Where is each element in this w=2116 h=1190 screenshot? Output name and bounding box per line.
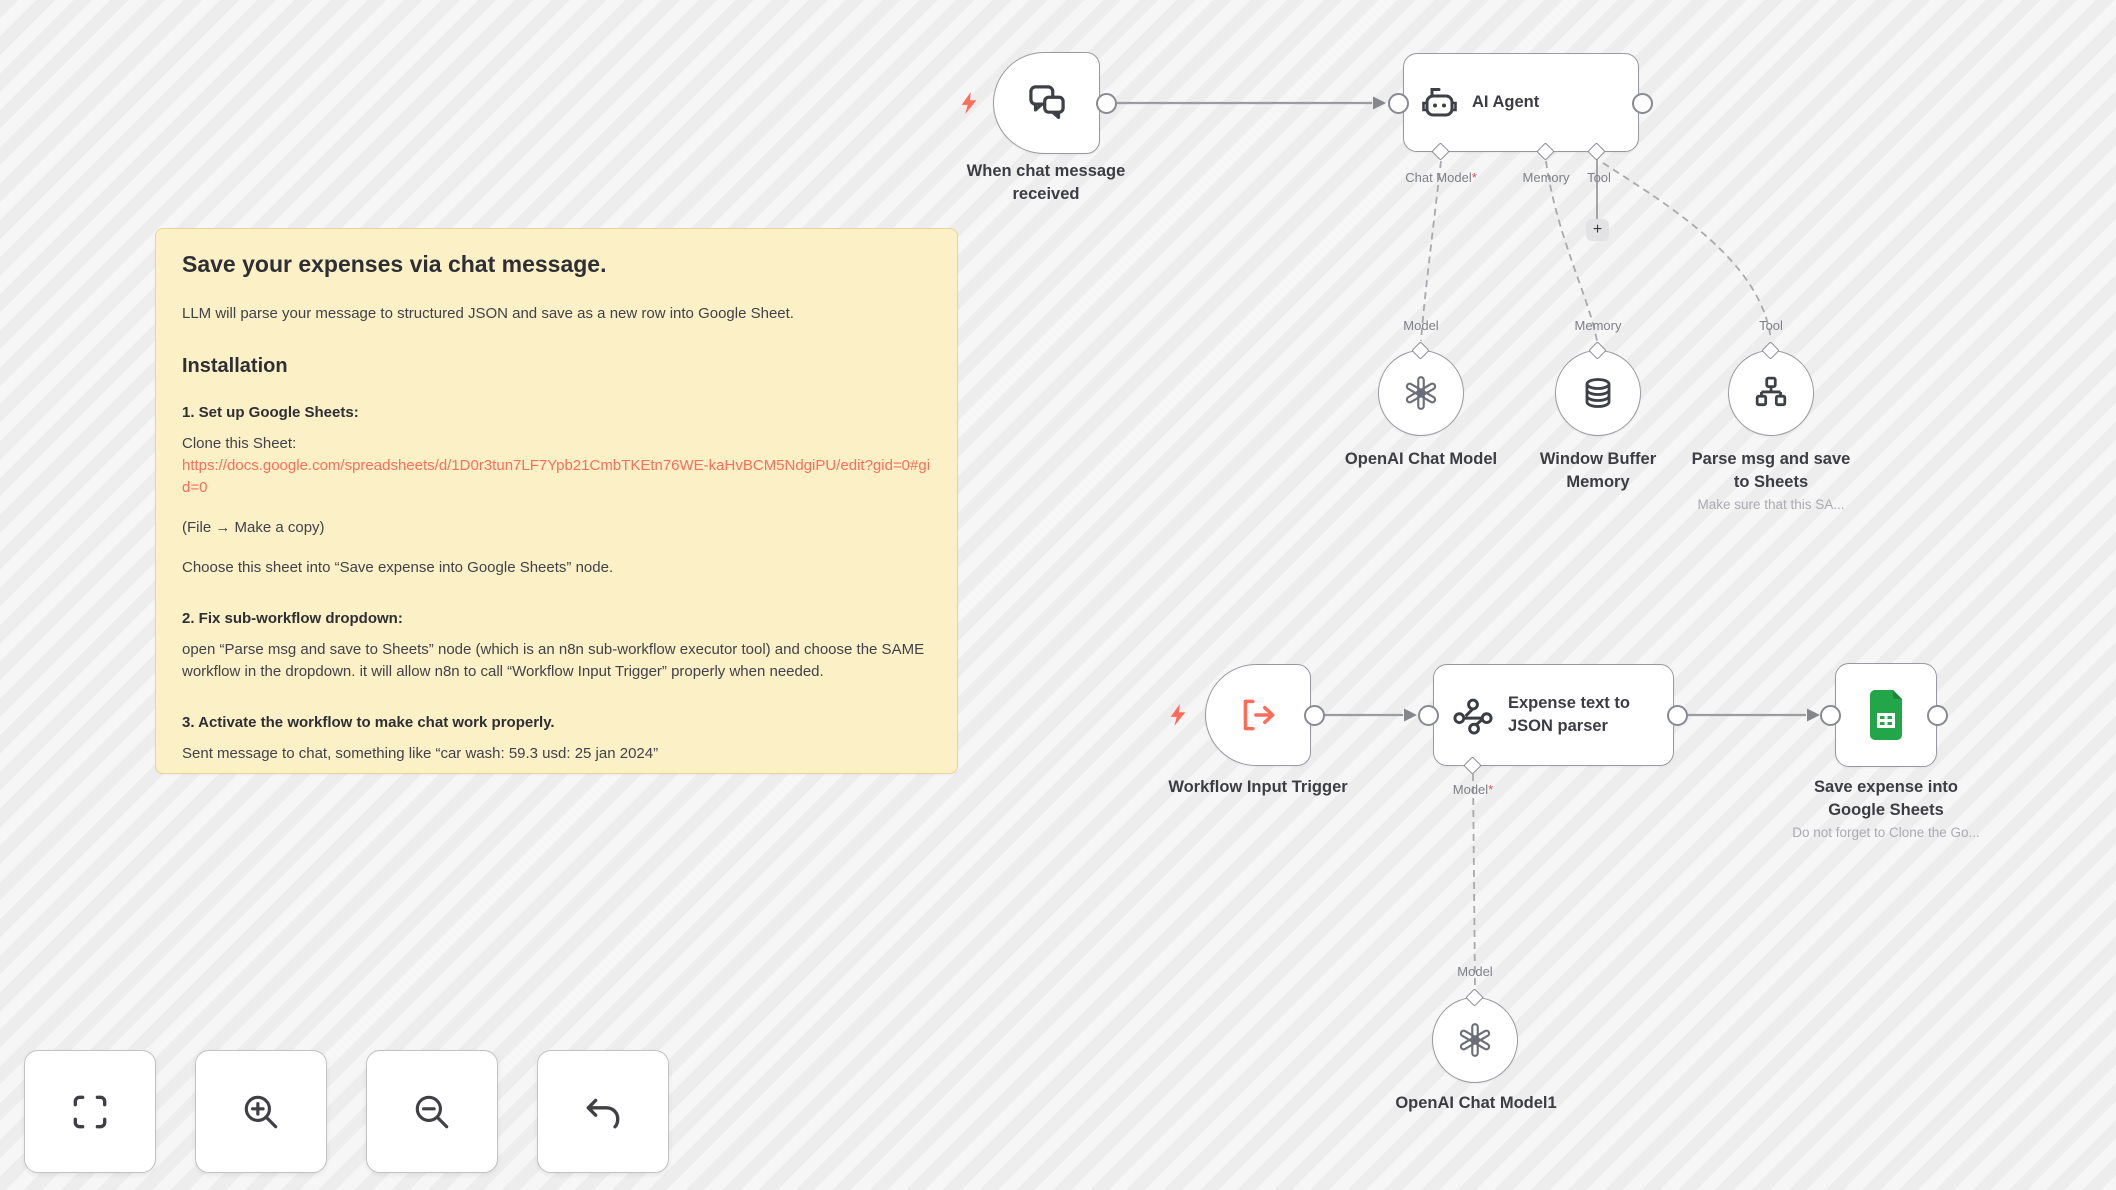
fit-view-button[interactable] [24, 1050, 156, 1173]
sheets-name-line2: Google Sheets [1828, 801, 1944, 819]
node-workflow-input-trigger[interactable] [1205, 664, 1311, 766]
fit-view-icon [73, 1095, 107, 1128]
zoom-out-button[interactable] [366, 1050, 498, 1173]
node-ai-agent[interactable]: AI Agent [1403, 53, 1639, 152]
agent-port-tool-label: Tool [1587, 170, 1611, 185]
undo-icon [586, 1098, 620, 1128]
parser-title-line2: JSON parser [1508, 717, 1608, 735]
output-port[interactable] [1667, 705, 1688, 726]
sticky-note[interactable]: Save your expenses via chat message. LLM… [155, 228, 958, 774]
subworkflow-icon [1755, 376, 1787, 407]
tool-port-label: Tool [1759, 318, 1783, 333]
zoom-in-button[interactable] [195, 1050, 327, 1173]
workflow-input-icon [1243, 699, 1275, 731]
robot-icon [1422, 87, 1457, 116]
zoom-out-icon [415, 1095, 449, 1128]
lightning-icon [1170, 704, 1186, 726]
node-openai-chat-model[interactable] [1378, 350, 1464, 436]
sheets-name-line1: Save expense into [1814, 778, 1958, 796]
model1-port-label: Model [1457, 964, 1493, 979]
openai-icon [1405, 376, 1437, 410]
node-parse-msg-and-save-to-sheets[interactable] [1728, 350, 1814, 436]
openai-model-name: OpenAI Chat Model [1344, 450, 1498, 468]
output-port[interactable] [1927, 705, 1948, 726]
sticky-file-copy: (File → Make a copy) [182, 519, 325, 536]
openai-icon [1459, 1023, 1491, 1057]
node-save-expense-into-google-sheets[interactable] [1835, 663, 1937, 767]
sheet-link[interactable]: https://docs.google.com/spreadsheets/d/1… [182, 457, 931, 496]
lightning-icon [961, 92, 977, 114]
sticky-step2-body: open “Parse msg and save to Sheets” node… [182, 641, 925, 680]
sticky-title: Save your expenses via chat message. [182, 251, 607, 277]
node-openai-chat-model1[interactable] [1432, 997, 1518, 1083]
agent-title: AI Agent [1472, 93, 1540, 111]
required-marker: * [1488, 782, 1494, 797]
google-sheets-icon [1870, 690, 1902, 740]
sticky-step3-body: Sent message to chat, something like “ca… [182, 745, 659, 762]
tool-name-line2: to Sheets [1733, 473, 1809, 491]
sticky-step1-heading: 1. Set up Google Sheets: [182, 404, 359, 421]
memory-name-line2: Memory [1566, 473, 1630, 491]
sticky-choose-sheet: Choose this sheet into “Save expense int… [182, 559, 614, 576]
agent-port-chat-model-label: Chat Model [1405, 170, 1472, 185]
tool-name-line1: Parse msg and save [1691, 450, 1851, 468]
node-when-chat-message-received[interactable] [993, 52, 1100, 154]
zoom-in-icon [244, 1095, 278, 1128]
chat-trigger-label-line1: When chat message [966, 162, 1126, 180]
sticky-step3-heading: 3. Activate the workflow to make chat wo… [182, 714, 555, 731]
chat-bubbles-icon [1028, 85, 1065, 119]
sticky-step2-heading: 2. Fix sub-workflow dropdown: [182, 610, 403, 627]
required-marker: * [1471, 170, 1477, 185]
chat-trigger-label-line2: received [1012, 185, 1080, 203]
openai-model1-name: OpenAI Chat Model1 [1395, 1094, 1557, 1112]
sticky-intro: LLM will parse your message to structure… [182, 305, 794, 322]
model-port-label: Model [1403, 318, 1439, 333]
input-port[interactable] [1820, 705, 1841, 726]
parser-icon [1453, 698, 1493, 735]
agent-port-memory-label: Memory [1522, 170, 1570, 185]
memory-port-label: Memory [1574, 318, 1622, 333]
sticky-clone-label: Clone this Sheet: [182, 435, 297, 452]
input-port[interactable] [1388, 93, 1409, 114]
tool-subtitle: Make sure that this SA... [1697, 497, 1845, 512]
output-port[interactable] [1304, 705, 1325, 726]
memory-name-line1: Window Buffer [1539, 450, 1657, 468]
undo-button[interactable] [537, 1050, 669, 1173]
database-icon [1585, 378, 1611, 408]
parser-port-model-label: Model [1452, 782, 1489, 797]
sticky-installation-heading: Installation [182, 355, 288, 377]
output-port[interactable] [1096, 93, 1117, 114]
wf-trigger-label: Workflow Input Trigger [1168, 778, 1348, 796]
node-expense-text-to-json-parser[interactable]: Expense text to JSON parser [1433, 664, 1674, 766]
add-tool-button[interactable]: + [1586, 219, 1609, 241]
input-port[interactable] [1418, 705, 1439, 726]
parser-title-line1: Expense text to [1508, 694, 1630, 712]
sheets-subtitle: Do not forget to Clone the Go... [1792, 825, 1980, 840]
node-window-buffer-memory[interactable] [1555, 350, 1641, 436]
output-port[interactable] [1632, 93, 1653, 114]
